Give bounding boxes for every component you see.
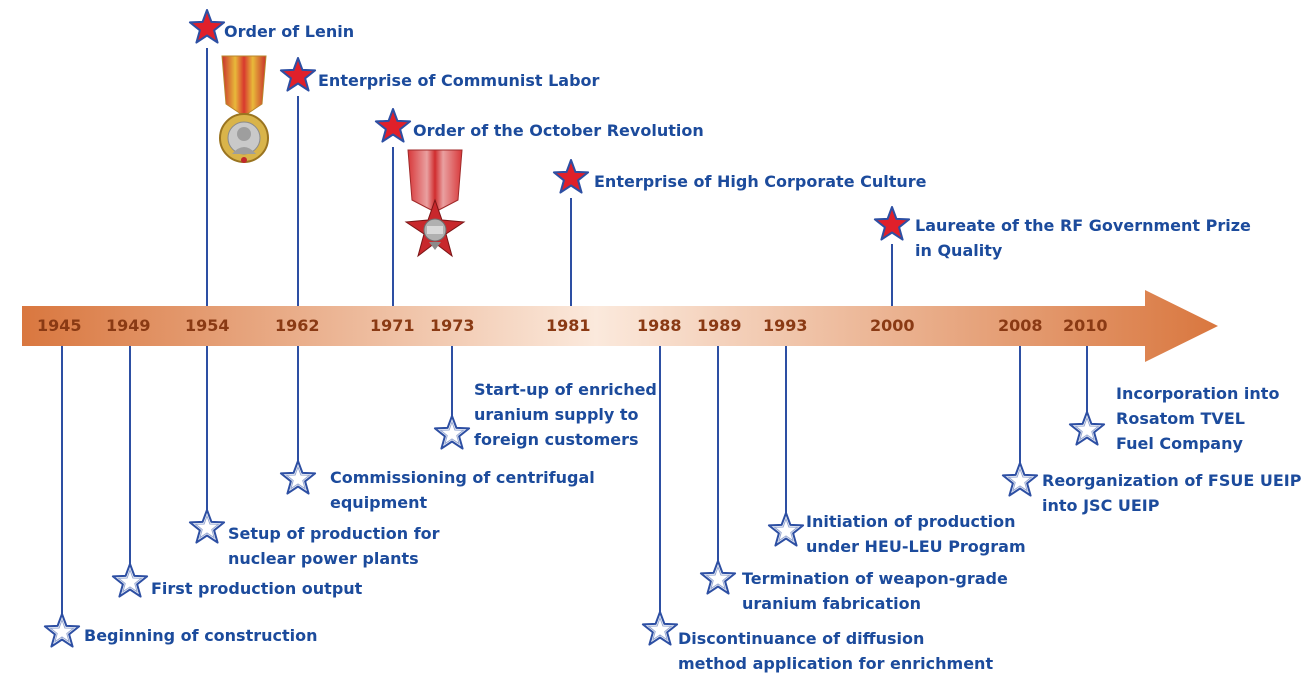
star-outline-icon-inner — [285, 465, 311, 490]
star-outline-icon-inner — [705, 565, 731, 590]
star-outline-icon-inner — [1007, 467, 1033, 492]
year-label-1945: 1945 — [37, 316, 82, 335]
timeline-arrow — [22, 290, 1218, 362]
award-label-1981-line: Enterprise of High Corporate Culture — [594, 172, 927, 191]
milestone-label-1989: Termination of weapon-grade uranium fabri… — [742, 566, 1008, 616]
star-award-icon — [188, 9, 226, 44]
year-label-2000: 2000 — [870, 316, 915, 335]
star-outline-icon-inner — [194, 514, 220, 539]
milestone-label-2008: Reorganization of FSUE UEIP into JSC UEIP — [1042, 468, 1301, 518]
milestone-label-2010-line: Fuel Company — [1116, 434, 1243, 453]
milestone-label-2010-line: Incorporation into — [1116, 384, 1280, 403]
milestone-label-1973-line: Start-up of enriched — [474, 380, 657, 399]
star-outline-icon-inner — [49, 618, 75, 643]
star-outline-icon-inner — [117, 568, 143, 593]
star-outline-icon — [279, 460, 317, 495]
award-label-1981: Enterprise of High Corporate Culture — [594, 169, 927, 194]
award-label-1971-line: Order of the October Revolution — [413, 121, 704, 140]
award-label-1954-line: Order of Lenin — [224, 22, 355, 41]
milestone-label-1962-line: equipment — [330, 493, 428, 512]
milestone-label-1989-line: uranium fabrication — [742, 594, 921, 613]
milestone-label-1945: Beginning of construction — [84, 623, 318, 648]
timeline-stars — [43, 9, 1106, 648]
milestone-label-1988: Discontinuance of diffusion method applic… — [678, 626, 993, 676]
year-label-1993: 1993 — [763, 316, 808, 335]
milestone-label-1954: Setup of production for nuclear power pla… — [228, 521, 440, 571]
year-label-1973: 1973 — [430, 316, 475, 335]
milestone-label-1949-line: First production output — [151, 579, 363, 598]
milestone-label-2008-line: Reorganization of FSUE UEIP — [1042, 471, 1302, 490]
award-label-2000: Laureate of the RF Government Prize in Qu… — [915, 213, 1251, 263]
year-label-1981: 1981 — [546, 316, 591, 335]
star-outline-icon-inner — [1074, 416, 1100, 441]
year-label-1962: 1962 — [275, 316, 320, 335]
star-award-icon — [552, 159, 590, 194]
year-label-1954: 1954 — [185, 316, 230, 335]
milestone-label-1949: First production output — [151, 576, 362, 601]
star-outline-icon — [767, 512, 805, 547]
year-label-1971: 1971 — [370, 316, 415, 335]
award-label-1962: Enterprise of Communist Labor — [318, 68, 599, 93]
milestone-label-1988-line: Discontinuance of diffusion — [678, 629, 925, 648]
award-label-2000-line: in Quality — [915, 241, 1003, 260]
milestone-label-1954-line: Setup of production for — [228, 524, 440, 543]
star-award-icon — [873, 206, 911, 241]
milestone-label-1993-line: under HEU-LEU Program — [806, 537, 1026, 556]
year-label-1949: 1949 — [106, 316, 151, 335]
order-of-october-revolution-medal — [404, 149, 466, 258]
milestone-label-1973-line: foreign customers — [474, 430, 639, 449]
star-award-icon — [279, 57, 317, 92]
milestone-label-1973-line: uranium supply to — [474, 405, 639, 424]
milestone-label-2008-line: into JSC UEIP — [1042, 496, 1160, 515]
star-outline-icon — [188, 509, 226, 544]
year-label-2008: 2008 — [998, 316, 1043, 335]
award-label-1971: Order of the October Revolution — [413, 118, 704, 143]
milestone-label-1989-line: Termination of weapon-grade — [742, 569, 1008, 588]
star-outline-icon — [641, 611, 679, 646]
star-outline-icon-inner — [647, 616, 673, 641]
star-outline-icon — [43, 613, 81, 648]
milestone-label-1993: Initiation of production under HEU-LEU Pr… — [806, 509, 1026, 559]
year-label-2010: 2010 — [1063, 316, 1108, 335]
milestone-label-1962-line: Commissioning of centrifugal — [330, 468, 595, 487]
milestone-label-1962: Commissioning of centrifugal equipment — [330, 465, 595, 515]
award-label-1954: Order of Lenin — [224, 19, 354, 44]
year-label-1988: 1988 — [637, 316, 682, 335]
star-outline-icon — [699, 560, 737, 595]
milestone-label-1945-line: Beginning of construction — [84, 626, 318, 645]
milestone-label-1954-line: nuclear power plants — [228, 549, 419, 568]
award-label-2000-line: Laureate of the RF Government Prize — [915, 216, 1251, 235]
star-outline-icon — [1068, 411, 1106, 446]
star-outline-icon — [433, 415, 471, 450]
year-label-1989: 1989 — [697, 316, 742, 335]
milestone-label-1973: Start-up of enriched uranium supply to for… — [474, 377, 657, 452]
milestone-label-1988-line: method application for enrichment — [678, 654, 994, 673]
star-award-icon — [374, 108, 412, 143]
star-outline-icon — [1001, 462, 1039, 497]
star-outline-icon — [111, 563, 149, 598]
milestone-label-1993-line: Initiation of production — [806, 512, 1016, 531]
award-label-1962-line: Enterprise of Communist Labor — [318, 71, 600, 90]
order-of-lenin-medal — [219, 55, 269, 163]
timeline-connectors — [61, 48, 1088, 616]
milestone-label-2010-line: Rosatom TVEL — [1116, 409, 1245, 428]
star-outline-icon-inner — [773, 517, 799, 542]
star-outline-icon-inner — [439, 420, 465, 445]
